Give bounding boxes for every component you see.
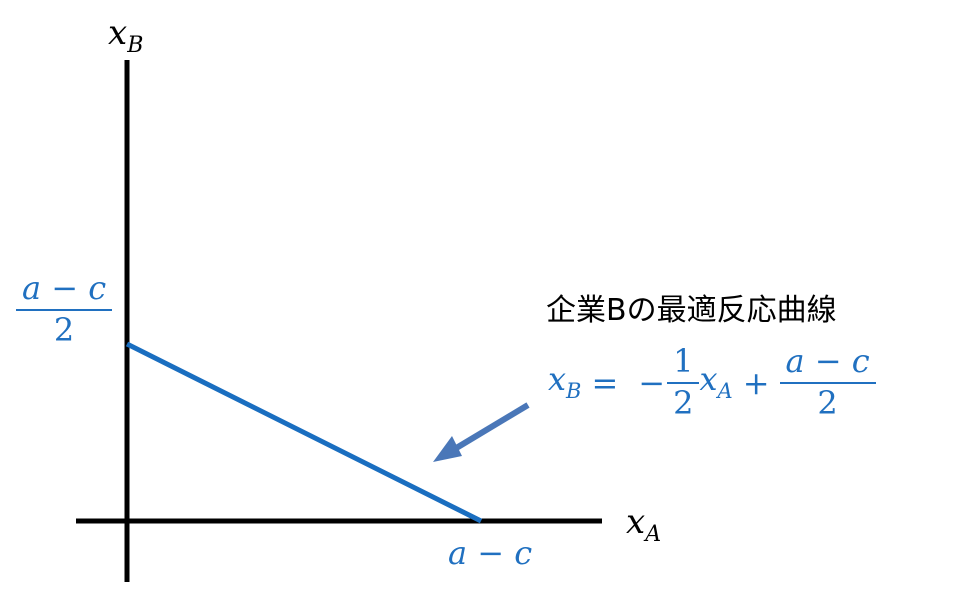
x-axis-label: xA: [626, 502, 662, 547]
y-intercept-label: a − c 2: [16, 269, 113, 349]
reaction-equation: xB = − 1 2 xA + a − c 2: [548, 344, 876, 420]
reaction-line: [125, 341, 483, 524]
eq-var: xA: [699, 360, 733, 404]
y-axis-label: xB: [108, 13, 144, 58]
eq-lhs: xB: [548, 360, 582, 404]
eq-equals: =: [591, 363, 619, 402]
eq-const: a − c 2: [779, 344, 876, 420]
curve-title: 企業Bの最適反応曲線: [546, 293, 837, 328]
y-intercept-denominator: 2: [53, 310, 75, 349]
x-intercept-label: a − c: [448, 534, 533, 572]
eq-plus: +: [742, 363, 770, 402]
eq-coef: 1 2: [667, 344, 700, 420]
eq-minus: −: [638, 363, 666, 402]
y-intercept-numerator: a − c: [22, 269, 107, 307]
pointer-arrow: [433, 402, 530, 462]
